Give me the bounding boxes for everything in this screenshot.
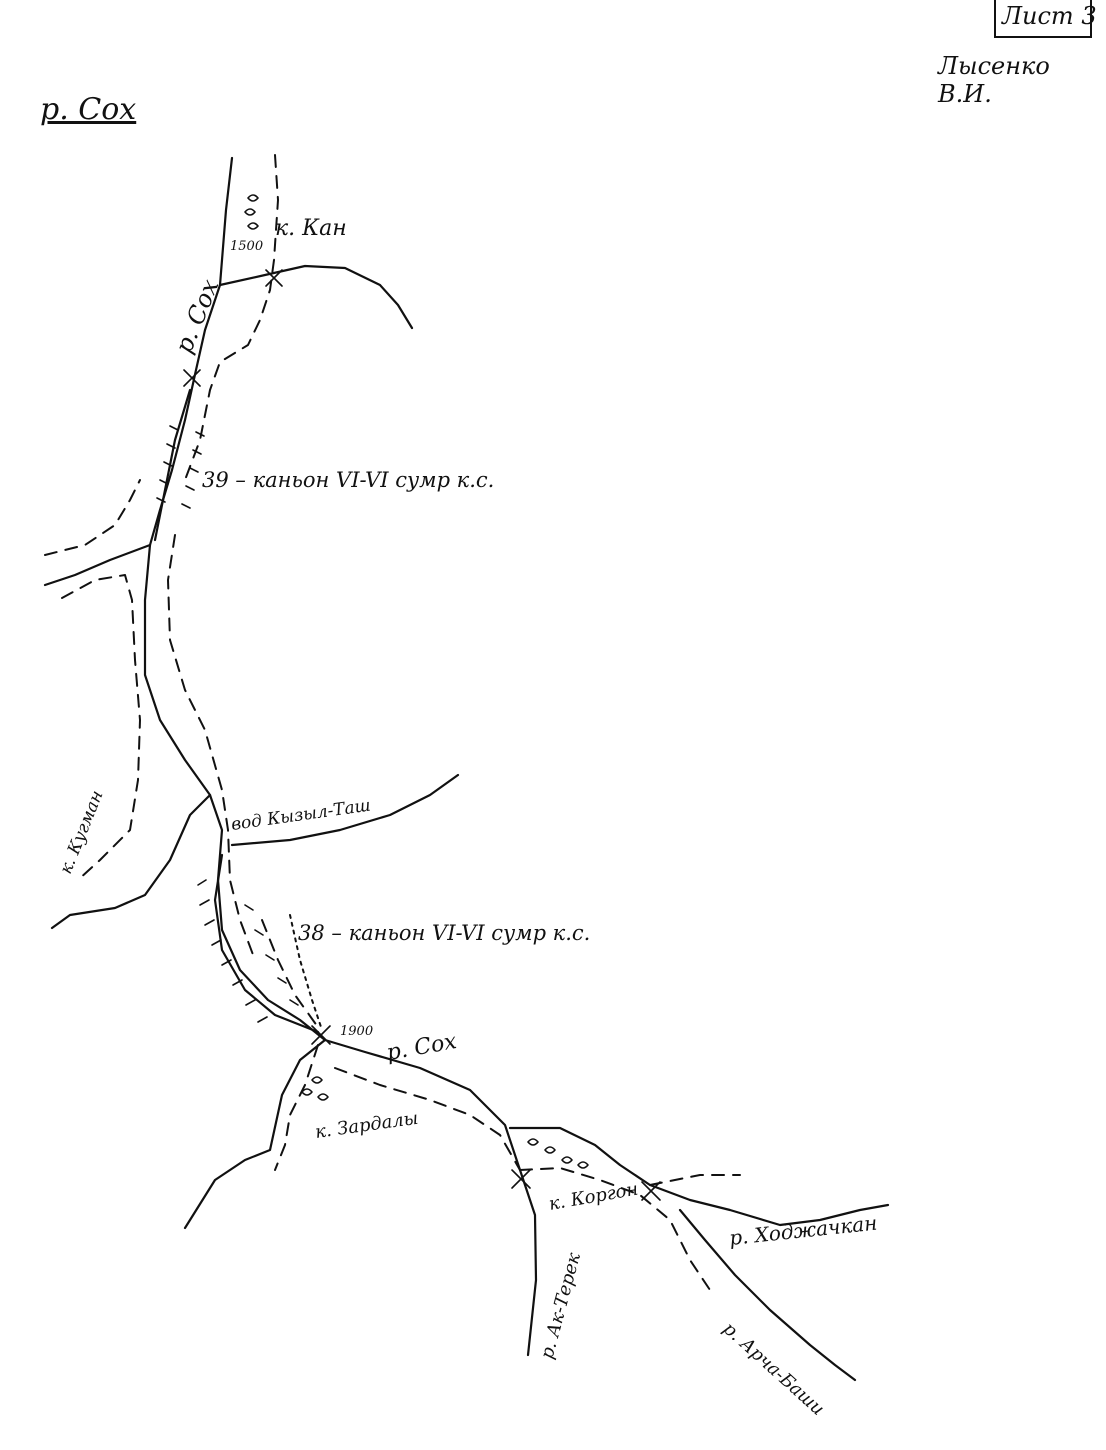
label-alt-1500: 1500 <box>230 239 263 254</box>
label-korgon: к. Коргон <box>547 1179 640 1215</box>
label-canyon-38: 38 – каньон VI-VI сумр к.с. <box>298 921 590 945</box>
trail-canyon38-dots <box>289 914 323 1031</box>
trail-upper <box>184 154 279 481</box>
canyon-38-hatching <box>197 879 299 1023</box>
sheet-number: Лист 3 <box>1002 2 1097 30</box>
korgon-tributary <box>508 1126 890 1227</box>
boulder-marks-zardaly <box>301 1076 329 1101</box>
trail-west-upper <box>44 479 141 556</box>
label-kyzyl-tash: вод Кызыл-Таш <box>230 796 372 835</box>
map-title: р. Сох <box>40 92 137 127</box>
canyon-39-hatching <box>156 425 205 509</box>
label-zardaly: к. Зардалы <box>314 1108 420 1143</box>
trail-west-lower <box>61 574 141 881</box>
trail-zardaly <box>274 1044 319 1171</box>
boulder-marks-kan <box>244 194 259 230</box>
author-name: Лысенко В.И. <box>938 52 1050 108</box>
label-kan: к. Кан <box>275 216 347 241</box>
label-archa-bashi: р. Арча-Баши <box>719 1318 829 1420</box>
label-alt-1900: 1900 <box>340 1024 373 1039</box>
trail-east <box>649 1174 741 1186</box>
label-ak-terek: р. Ак-Терек <box>537 1250 586 1361</box>
sheet-number-box <box>994 0 1092 38</box>
label-sokh-upper: р. Сох <box>170 275 225 357</box>
zardaly-tributary <box>183 1038 327 1230</box>
label-canyon-39: 39 – каньон VI-VI сумр к.с. <box>202 468 494 492</box>
crossing-mark-east <box>641 1181 661 1201</box>
label-kugman: к. Кугман <box>56 788 108 877</box>
crossing-mark-korgon <box>511 1169 531 1189</box>
crossing-mark-1900 <box>311 1025 331 1045</box>
label-sokh-lower: р. Сох <box>385 1029 459 1066</box>
trail-canyon38 <box>261 919 321 1031</box>
kyzyl-tash-tributary <box>230 773 460 847</box>
boulder-marks-korgon <box>527 1138 589 1169</box>
trail-main-east <box>167 534 256 961</box>
crossing-mark-kan <box>265 269 283 287</box>
archa-bashi-river <box>678 1208 857 1382</box>
west-tributary-upper <box>43 543 152 587</box>
crossing-mark-upper <box>183 369 201 387</box>
kugman-tributary <box>50 793 212 930</box>
sokh-river-main <box>143 156 538 1357</box>
canyon38-west-bank <box>213 853 320 1034</box>
kan-tributary <box>218 264 414 330</box>
